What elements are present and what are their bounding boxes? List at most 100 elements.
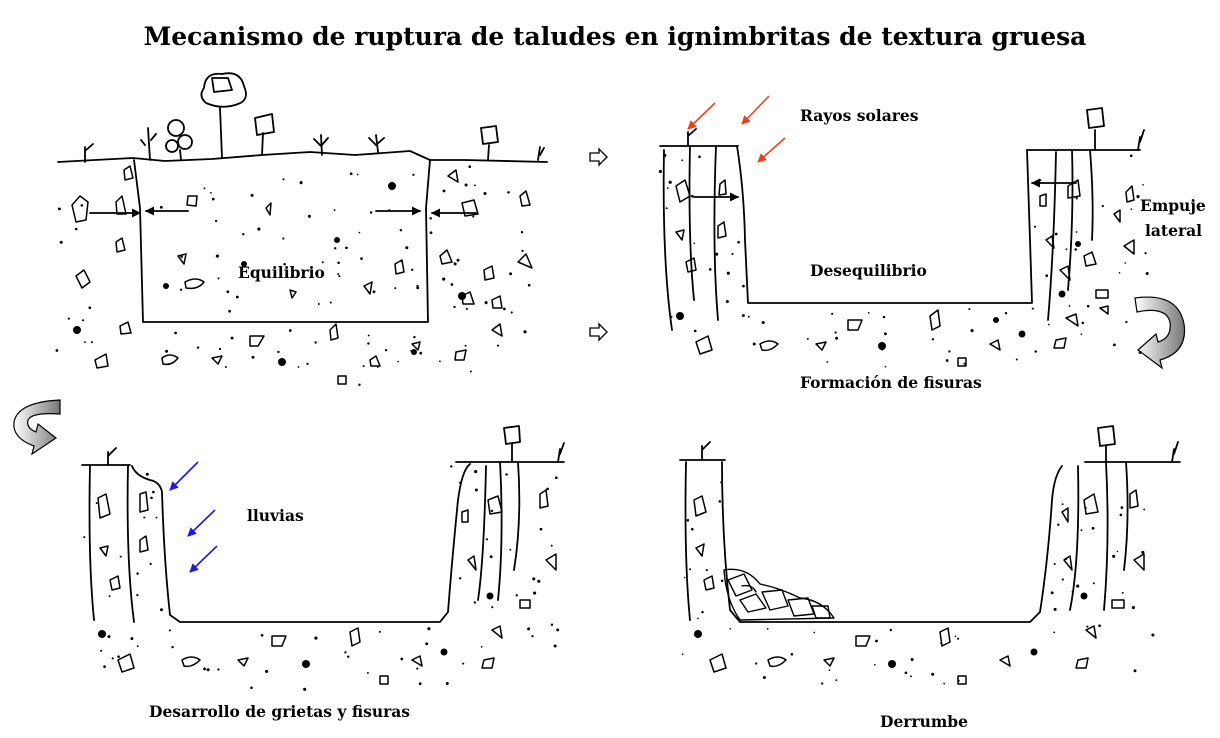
rain-arrows [169, 461, 218, 573]
label-lateral: lateral [1145, 221, 1202, 240]
soil-speckle [410, 349, 412, 352]
soil-speckle [1004, 311, 1008, 315]
soil-speckle [367, 334, 370, 337]
soil-speckle [95, 502, 98, 505]
soil-speckle [1098, 624, 1101, 628]
soil-speckle [910, 658, 914, 661]
soil-speckle [88, 306, 92, 310]
sun-ray-arrows [687, 95, 786, 163]
soil-speckle [159, 205, 163, 209]
soil-speckle [690, 194, 694, 198]
soil-speckle [196, 346, 200, 349]
soil-speckle [701, 610, 704, 614]
soil-speckle [884, 365, 887, 368]
panel-grietas [81, 425, 565, 685]
soil-speckle [729, 627, 732, 630]
soil-speckle [203, 667, 207, 671]
soil-speckle [484, 301, 488, 305]
soil-speckle [867, 312, 870, 314]
soil-speckle [117, 655, 120, 658]
diagram-title: Mecanismo de ruptura de taludes en ignim… [144, 22, 1087, 51]
soil-speckle [957, 679, 960, 682]
soil-speckle [388, 209, 390, 211]
soil-speckle [489, 555, 493, 559]
ground-surface [57, 150, 548, 163]
fissure [688, 145, 695, 301]
soil-speckle [251, 355, 255, 359]
soil-speckle [90, 341, 93, 344]
soil-speckle [217, 277, 220, 280]
soil-speckle [523, 330, 527, 334]
soil-speckle [130, 637, 134, 641]
soil-speckle [1119, 513, 1123, 517]
soil-speckle [532, 577, 536, 581]
soil-speckle [136, 593, 139, 597]
caption-derrumbe: Derrumbe [880, 712, 968, 731]
soil-speckle [705, 569, 708, 572]
soil-speckle [474, 488, 478, 492]
soil-speckle [1061, 578, 1064, 581]
soil-speckle [334, 247, 337, 250]
soil-speckle [394, 287, 397, 290]
soil-speckle [831, 312, 834, 315]
soil-speckle [505, 473, 508, 476]
soil-speckle [235, 295, 239, 299]
soil-speckle [835, 336, 839, 340]
fissure [477, 465, 487, 601]
rock-fragments [97, 489, 557, 685]
rock-fragments [675, 179, 1135, 367]
soil-speckle [100, 649, 103, 652]
soil-speckle [670, 315, 673, 318]
soil-speckle [755, 662, 758, 665]
soil-speckle [821, 682, 824, 685]
soil-speckle [80, 204, 84, 207]
soil-speckle [168, 629, 171, 632]
soil-speckle [59, 240, 63, 244]
caption-desarrollo-grietas: Desarrollo de grietas y fisuras [149, 702, 410, 721]
soil-speckle [666, 187, 669, 189]
soil-speckle [358, 383, 361, 386]
soil-speckle [539, 527, 543, 531]
soil-speckle [473, 601, 477, 604]
soil-speckle [509, 272, 513, 276]
soil-speckle [445, 682, 449, 685]
soil-speckle [1086, 304, 1090, 308]
fissure [513, 461, 521, 571]
soil-speckle [160, 608, 163, 612]
soil-speckle [1053, 631, 1056, 634]
soil-speckle [1080, 529, 1083, 532]
soil-speckle [691, 527, 694, 531]
rock-fragments [693, 489, 1145, 685]
soil-speckle [82, 319, 85, 322]
soil-speckle [283, 262, 286, 266]
label-empuje: Empuje [1140, 196, 1206, 215]
soil-speckle [439, 360, 441, 363]
soil-speckle [1061, 503, 1064, 506]
soil-speckle [442, 277, 446, 281]
soil-speckle [218, 347, 222, 351]
soil-speckle [468, 165, 471, 168]
panel-derrumbe [679, 425, 1181, 685]
soil-speckle [411, 268, 414, 271]
soil-speckle [416, 667, 419, 670]
soil-speckle [347, 655, 350, 658]
soil-speckle [889, 628, 893, 632]
soil-speckle [1130, 208, 1133, 211]
soil-speckle [179, 288, 183, 291]
label-equilibrio: Equilibrio [238, 263, 325, 282]
soil-speckle [503, 307, 506, 311]
soil-speckle [83, 536, 86, 539]
caption-formacion-fisuras: Formación de fisuras [800, 373, 982, 392]
soil-speckle [954, 635, 957, 638]
soil-speckle [360, 257, 363, 260]
soil-speckle [658, 169, 662, 174]
soil-speckle [747, 315, 750, 318]
soil-speckle [1015, 358, 1018, 361]
soil-speckle [464, 344, 467, 347]
soil-speckle [550, 623, 554, 626]
soil-speckle [366, 671, 369, 674]
fissure [497, 461, 503, 601]
soil-speckle [314, 341, 317, 344]
soil-speckle [474, 184, 476, 187]
soil-speckle [968, 308, 971, 311]
